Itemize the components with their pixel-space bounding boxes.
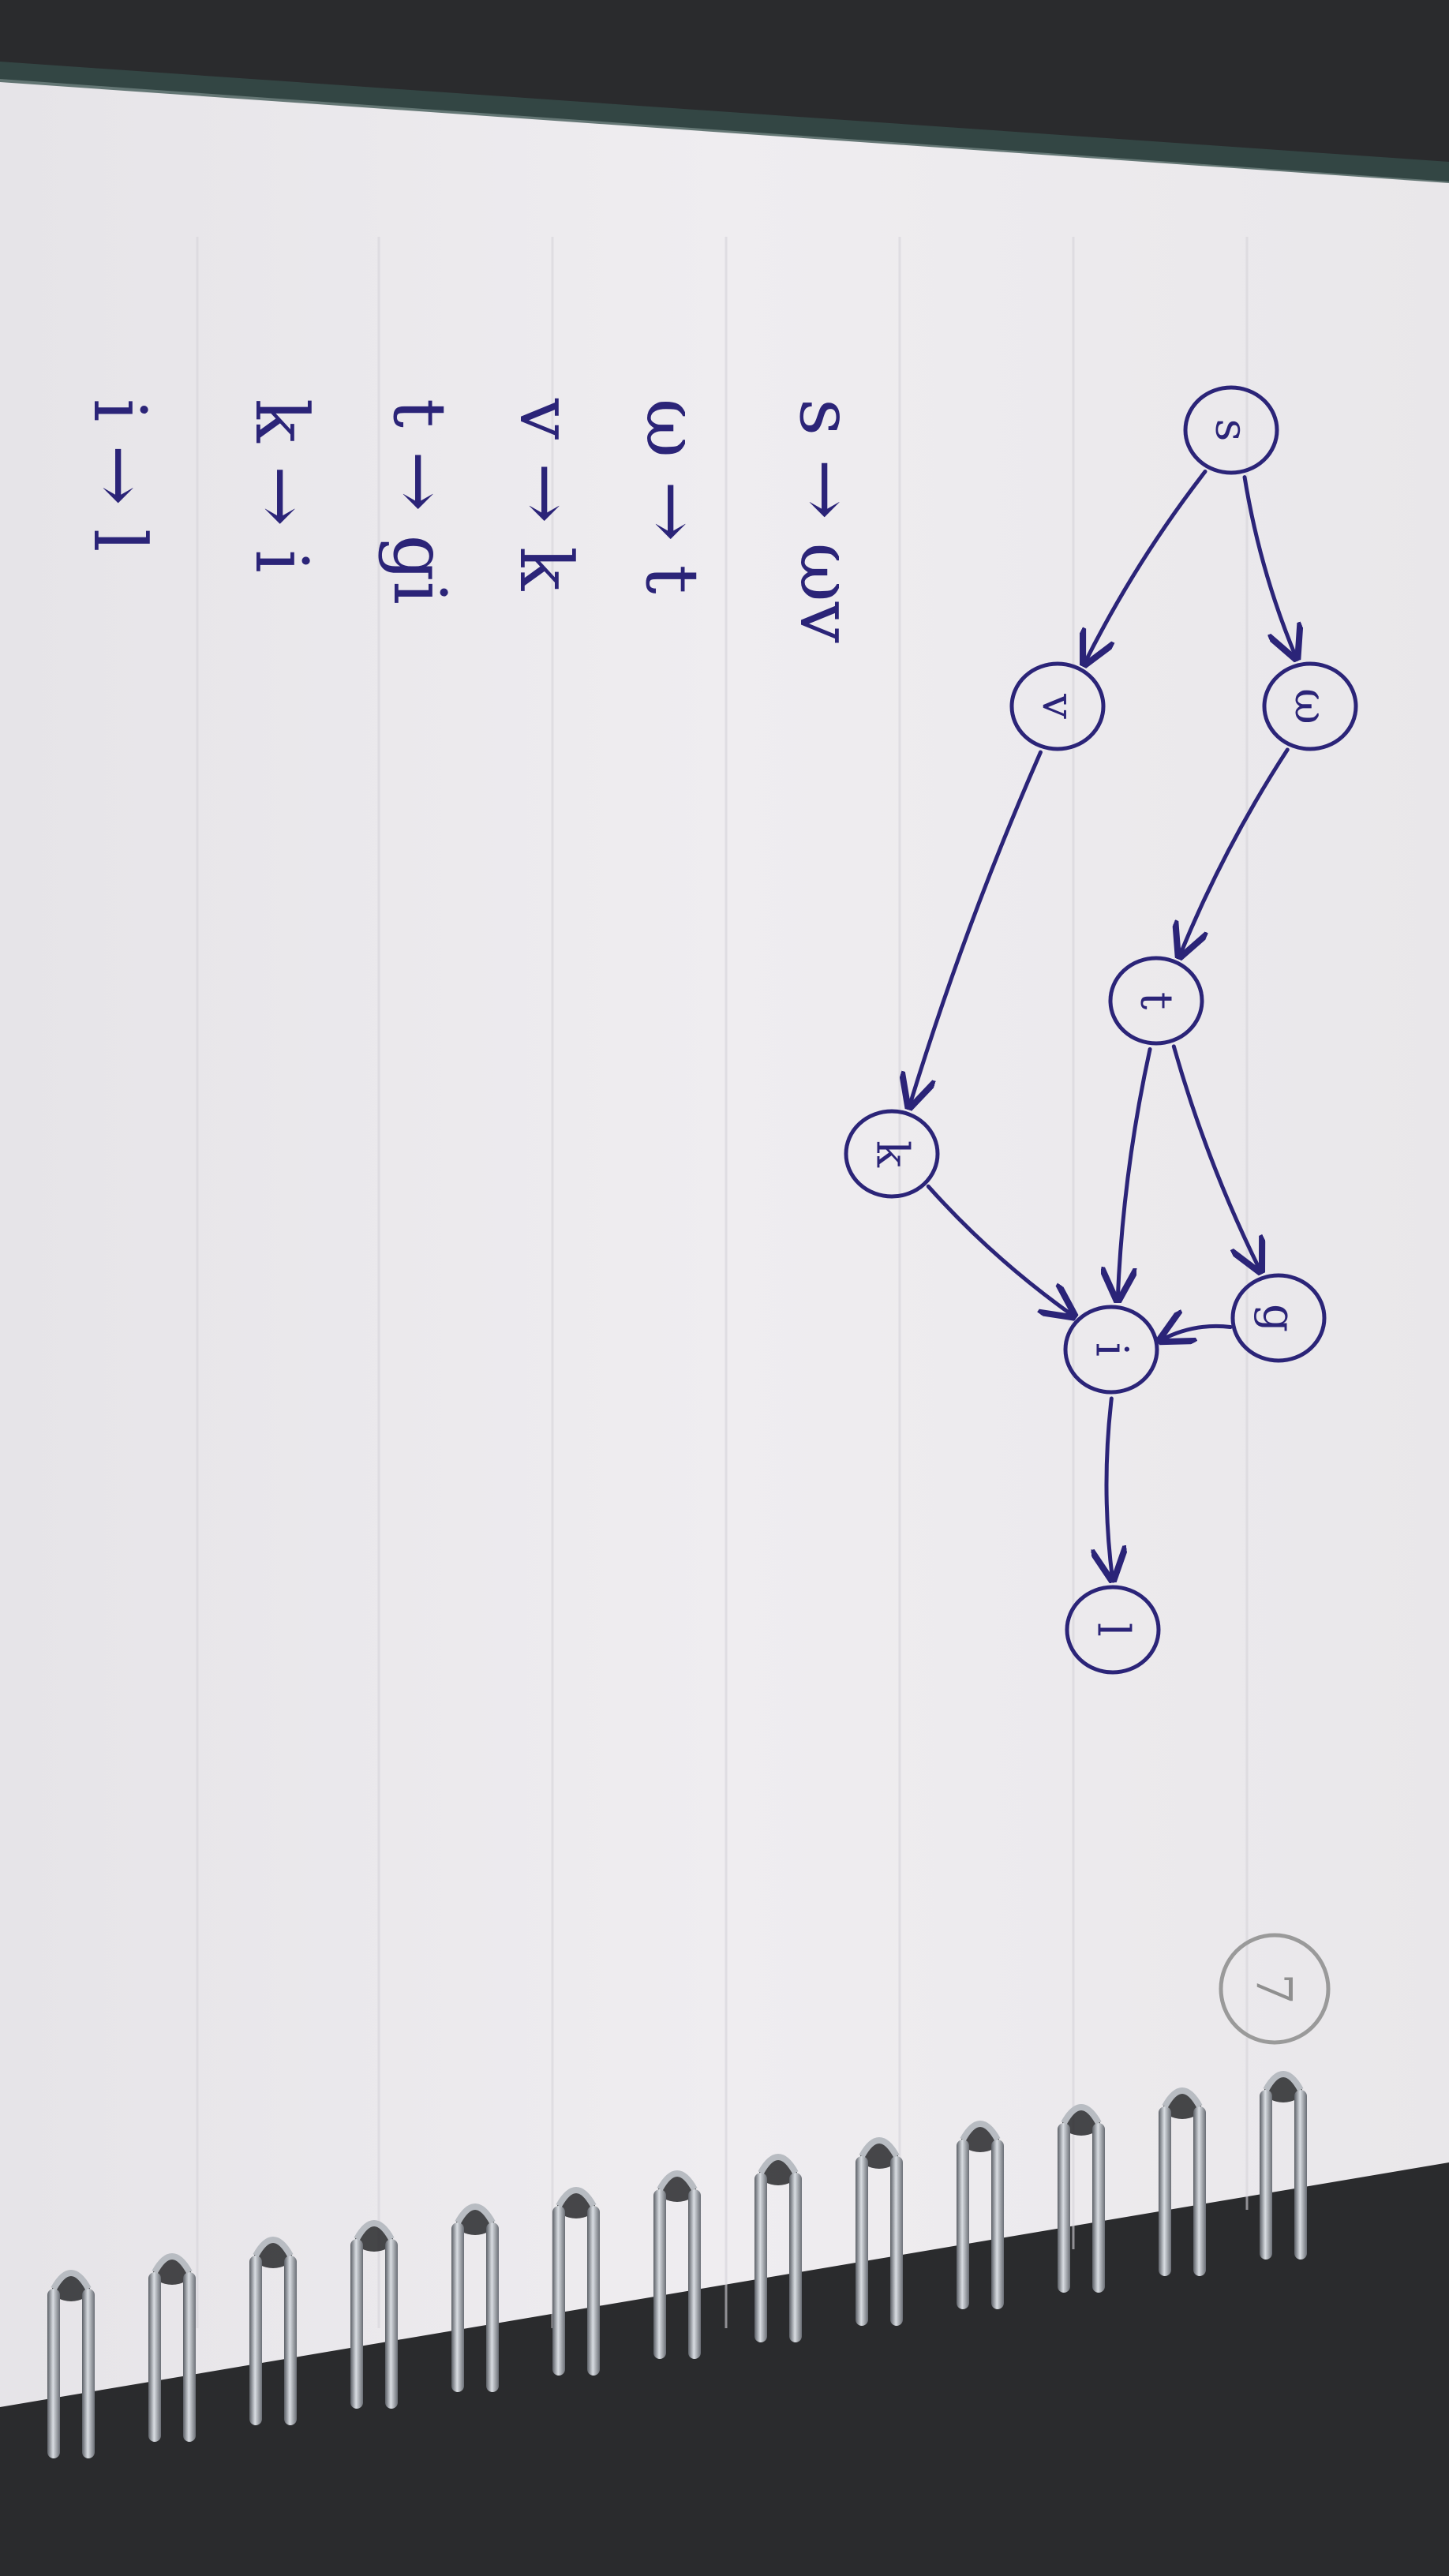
rule-1: s → ωv xyxy=(784,399,868,643)
binding-ring xyxy=(957,2121,1004,2309)
node-g-label: g xyxy=(1253,1304,1305,1332)
edge-v-to-k xyxy=(909,750,1043,1106)
edge-t-to-g xyxy=(1171,1044,1260,1271)
node-i: i xyxy=(1063,1305,1159,1395)
node-s: s xyxy=(1183,385,1279,475)
rule-2: ω → t xyxy=(630,399,714,594)
graph-edges xyxy=(909,469,1296,1579)
node-i-label: i xyxy=(1086,1342,1137,1357)
binding-ring xyxy=(754,2154,802,2342)
node-g: g xyxy=(1230,1273,1327,1363)
node-v: v xyxy=(1009,661,1106,751)
page-top-edge xyxy=(0,62,1449,183)
binding-ring xyxy=(653,2170,701,2359)
node-k-label: k xyxy=(867,1140,918,1168)
binding-ring xyxy=(856,2137,903,2326)
binding-ring xyxy=(451,2203,499,2392)
binding-ring xyxy=(249,2237,297,2425)
node-v-label: v xyxy=(1032,693,1084,719)
node-l-label: l xyxy=(1088,1623,1139,1637)
node-w: ω xyxy=(1262,661,1358,751)
edge-s-to-v xyxy=(1084,469,1208,663)
rule-3: v → k xyxy=(504,398,588,592)
page-number-circle xyxy=(1219,1933,1331,2045)
binding-ring xyxy=(1159,2087,1206,2276)
ruled-lines xyxy=(196,237,1249,2328)
node-l-circle xyxy=(1065,1585,1161,1675)
edge-s-to-w xyxy=(1242,475,1296,658)
spiral-binding xyxy=(47,2071,1307,2458)
node-w-label: ω xyxy=(1285,688,1336,724)
node-w-circle xyxy=(1262,661,1358,751)
node-t-circle xyxy=(1108,956,1204,1046)
node-t-label: t xyxy=(1131,992,1182,1010)
binding-ring xyxy=(350,2220,398,2409)
page-number-text: 7 xyxy=(1245,1973,1303,2004)
node-s-label: s xyxy=(1206,419,1257,442)
edge-w-to-t xyxy=(1180,747,1290,956)
rule-5: k → i xyxy=(239,399,324,573)
node-k-circle xyxy=(844,1109,940,1199)
edge-t-to-i xyxy=(1118,1046,1152,1299)
binding-ring xyxy=(1260,2071,1307,2260)
node-s-circle xyxy=(1183,385,1279,475)
node-g-circle xyxy=(1230,1273,1327,1363)
graph-nodes: s v ω t k g i l xyxy=(844,385,1358,1675)
binding-ring xyxy=(148,2253,196,2442)
node-t: t xyxy=(1108,956,1204,1046)
binding-ring xyxy=(1058,2104,1105,2293)
production-rules: s → ωv ω → t v → k t → gi k → i i → l xyxy=(77,398,868,643)
rule-4: t → gi xyxy=(377,399,462,605)
node-l: l xyxy=(1065,1585,1161,1675)
node-i-circle xyxy=(1063,1305,1159,1395)
binding-ring xyxy=(47,2270,95,2458)
page-number: 7 xyxy=(1219,1933,1331,2045)
rule-6: i → l xyxy=(77,399,162,552)
binding-ring xyxy=(552,2187,600,2376)
edge-g-to-i xyxy=(1161,1326,1233,1340)
node-k: k xyxy=(844,1109,940,1199)
edge-k-to-i xyxy=(926,1184,1073,1316)
node-v-circle xyxy=(1009,661,1106,751)
edge-i-to-l xyxy=(1106,1396,1113,1579)
